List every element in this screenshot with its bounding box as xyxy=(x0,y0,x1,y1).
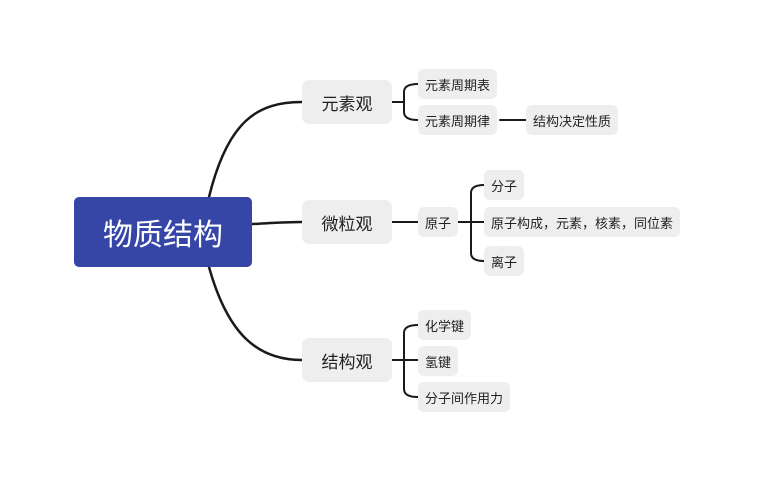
node-lizi[interactable]: 离子 xyxy=(484,246,525,276)
branch-jiegouguan[interactable]: 结构观 xyxy=(302,338,392,382)
link-root-weiliguan xyxy=(250,220,304,226)
node-jiegou-jueding-xingzhi[interactable]: 结构决定性质 xyxy=(526,105,619,135)
link-yuansuguan-children xyxy=(391,83,419,121)
node-yuanzi-goucheng[interactable]: 原子构成，元素，核素，同位素 xyxy=(484,207,681,237)
node-fenzi[interactable]: 分子 xyxy=(484,170,525,200)
link-root-yuansuguan xyxy=(207,100,304,199)
branch-yuansuguan[interactable]: 元素观 xyxy=(302,80,392,124)
branch-weiliguan[interactable]: 微粒观 xyxy=(302,200,392,244)
node-qingjian[interactable]: 氢键 xyxy=(418,346,459,376)
node-yuanzi[interactable]: 原子 xyxy=(418,207,459,237)
node-yuansu-zhouqibiao[interactable]: 元素周期表 xyxy=(418,69,498,99)
link-yuanzi-children xyxy=(457,184,485,262)
link-root-jiegouguan xyxy=(207,265,304,362)
root-node[interactable]: 物质结构 xyxy=(74,197,252,267)
node-yuansu-zhouqilv[interactable]: 元素周期律 xyxy=(418,105,498,135)
node-fenzijian-zuoyongli[interactable]: 分子间作用力 xyxy=(418,382,511,412)
node-huaxuejian[interactable]: 化学键 xyxy=(418,310,472,340)
link-jiegouguan-children xyxy=(391,324,419,398)
